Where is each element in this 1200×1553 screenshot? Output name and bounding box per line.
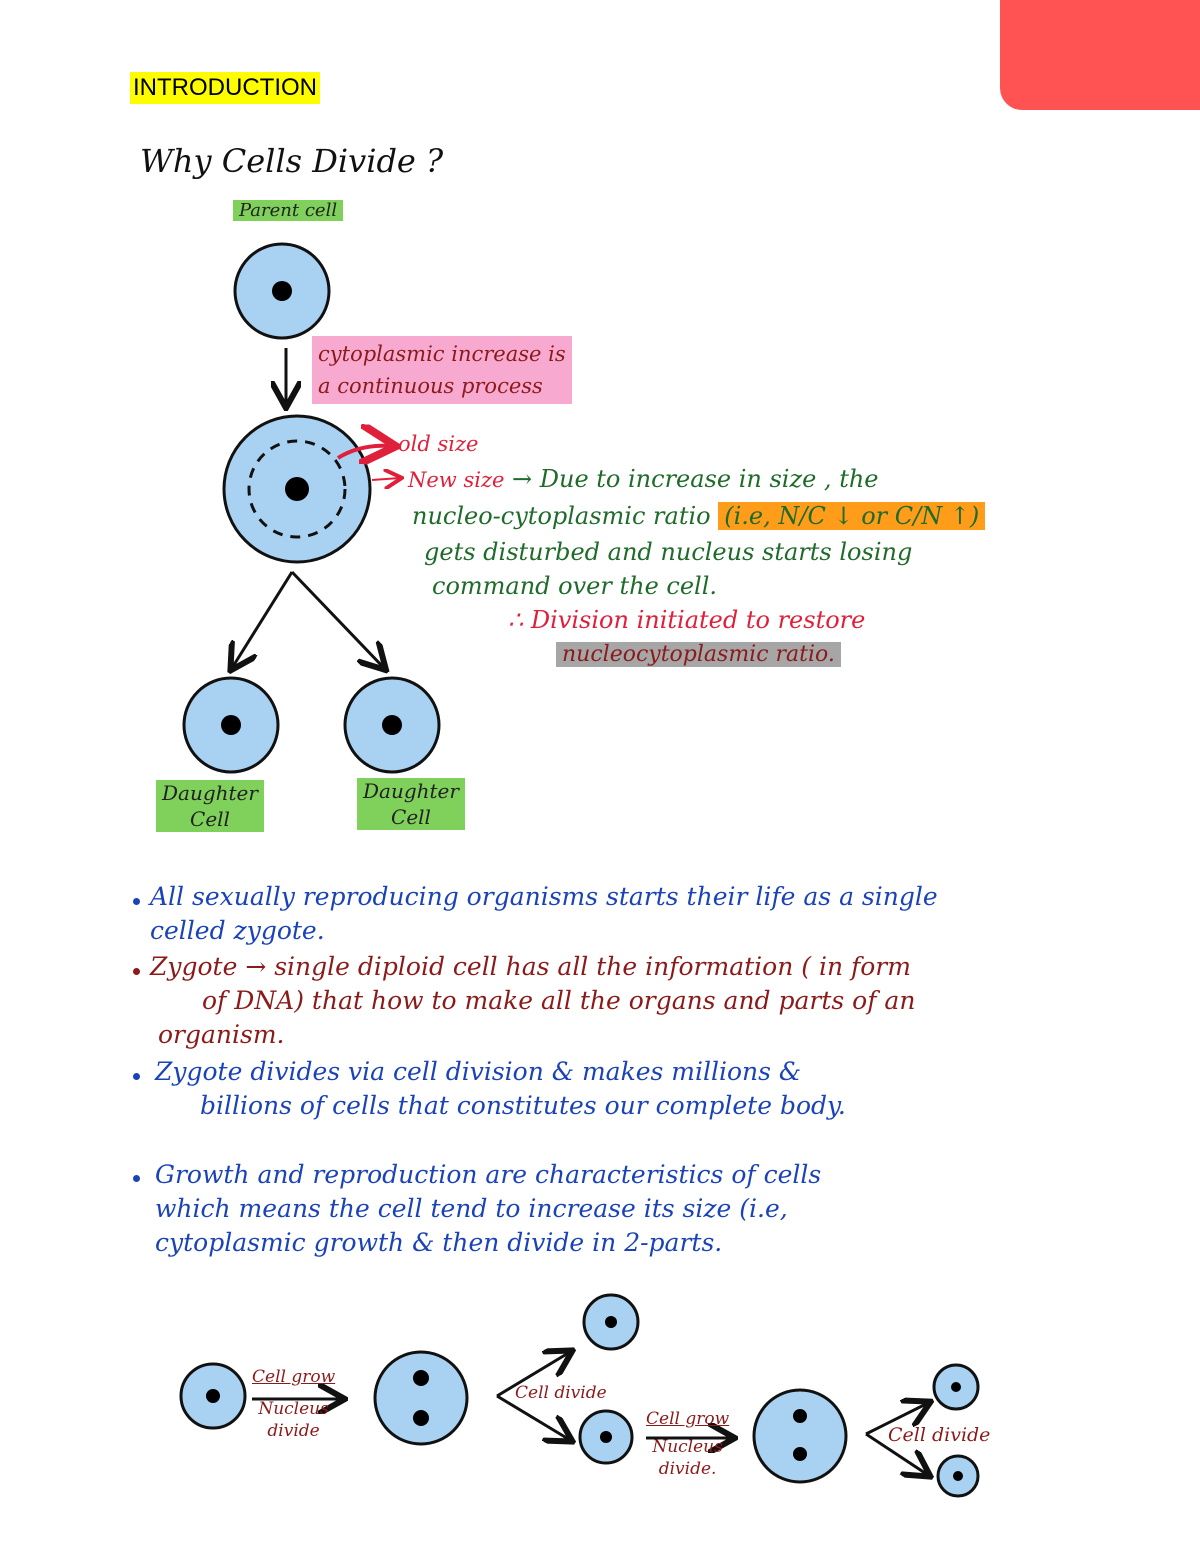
old-size-label: old size bbox=[398, 432, 479, 456]
point-2: Zygote → single diploid cell has all the… bbox=[150, 950, 915, 1052]
ratio-highlight: (i.e, N/C ↓ or C/N ↑) bbox=[718, 502, 986, 530]
daughter-cell-left bbox=[182, 676, 280, 774]
seq-cell-1 bbox=[179, 1362, 247, 1430]
daughter-cell-right bbox=[343, 676, 441, 774]
point-2-line1: Zygote → single diploid cell has all the… bbox=[150, 952, 911, 981]
explanation-line1: → Due to increase in size , the bbox=[512, 465, 879, 493]
new-size-label: New size bbox=[408, 468, 505, 492]
old-size-arrow bbox=[336, 446, 392, 458]
conclusion-line2: nucleocytoplasmic ratio. bbox=[556, 642, 841, 667]
point-4-line2: which means the cell tend to increase it… bbox=[155, 1194, 788, 1223]
daughter-cell-label-right: Daughter Cell bbox=[357, 778, 465, 830]
step4-label: Cell divide bbox=[888, 1424, 991, 1446]
cell-division-diagram bbox=[182, 242, 441, 774]
step3-line2: Nucleus bbox=[652, 1437, 723, 1457]
seq-cell-3a bbox=[582, 1293, 640, 1351]
bullet-icon bbox=[133, 968, 140, 975]
corner-tab bbox=[1000, 0, 1200, 110]
step3-label: Cell grow Nucleus divide. bbox=[646, 1408, 729, 1474]
grown-cell bbox=[222, 414, 372, 564]
seq-cell-3b bbox=[578, 1409, 634, 1465]
page-title: Why Cells Divide ? bbox=[140, 142, 444, 180]
cytoplasm-note-line2: a continuous process bbox=[318, 374, 543, 398]
split-arrow-right bbox=[290, 570, 384, 668]
explanation-line3: gets disturbed and nucleus starts losing bbox=[424, 538, 913, 566]
point-4-line1: Growth and reproduction are characterist… bbox=[155, 1160, 822, 1189]
step1-line3: divide bbox=[267, 1421, 320, 1441]
step2-label: Cell divide bbox=[515, 1383, 607, 1403]
step1-line2: Nucleus bbox=[258, 1399, 329, 1419]
seq-cell-2 bbox=[373, 1350, 469, 1446]
point-4-line3: cytoplasmic growth & then divide in 2-pa… bbox=[155, 1228, 723, 1257]
cytoplasm-note-line1: cytoplasmic increase is bbox=[318, 342, 566, 366]
split-arrow-left bbox=[232, 571, 294, 668]
point-1-line2: celled zygote. bbox=[150, 916, 325, 945]
daughter-cell-label-left: Daughter Cell bbox=[156, 780, 264, 832]
seq-cell-4 bbox=[752, 1388, 848, 1484]
step1-line1: Cell grow bbox=[252, 1367, 336, 1387]
point-3: Zygote divides via cell division & makes… bbox=[155, 1055, 846, 1123]
explanation-line2: nucleo-cytoplasmic ratio (i.e, N/C ↓ or … bbox=[412, 502, 986, 530]
point-3-line2: billions of cells that constitutes our c… bbox=[200, 1091, 846, 1120]
daughter-left-line1: Daughter bbox=[162, 781, 258, 805]
point-2-line2: of DNA) that how to make all the organs … bbox=[202, 986, 916, 1015]
parent-cell bbox=[233, 242, 331, 340]
bullet-icon bbox=[133, 898, 140, 905]
conclusion-line1: ∴ Division initiated to restore bbox=[508, 606, 866, 634]
point-1-line1: All sexually reproducing organisms start… bbox=[150, 882, 938, 911]
daughter-right-line1: Daughter bbox=[363, 779, 459, 803]
daughter-left-line2: Cell bbox=[190, 807, 230, 831]
point-1: All sexually reproducing organisms start… bbox=[150, 880, 938, 948]
section-heading: INTRODUCTION bbox=[130, 72, 320, 104]
bullet-icon bbox=[133, 1175, 140, 1182]
seq-cell-5a bbox=[932, 1363, 980, 1411]
ratio-text: nucleo-cytoplasmic ratio bbox=[412, 502, 711, 530]
seq-cell-5b bbox=[936, 1454, 980, 1498]
new-size-arrow bbox=[371, 478, 400, 480]
parent-cell-label: Parent cell bbox=[233, 200, 344, 221]
point-4: Growth and reproduction are characterist… bbox=[155, 1158, 821, 1260]
point-3-line1: Zygote divides via cell division & makes… bbox=[155, 1057, 802, 1086]
cytoplasm-note: cytoplasmic increase is a continuous pro… bbox=[312, 336, 572, 404]
bullet-icon bbox=[133, 1073, 140, 1080]
explanation-line4: command over the cell. bbox=[432, 572, 718, 600]
step3-line3: divide. bbox=[658, 1459, 717, 1474]
step3-line1: Cell grow bbox=[646, 1409, 730, 1429]
daughter-right-line2: Cell bbox=[391, 805, 431, 829]
point-2-line3: organism. bbox=[158, 1020, 285, 1049]
step1-label: Cell grow Nucleus divide bbox=[252, 1366, 335, 1442]
